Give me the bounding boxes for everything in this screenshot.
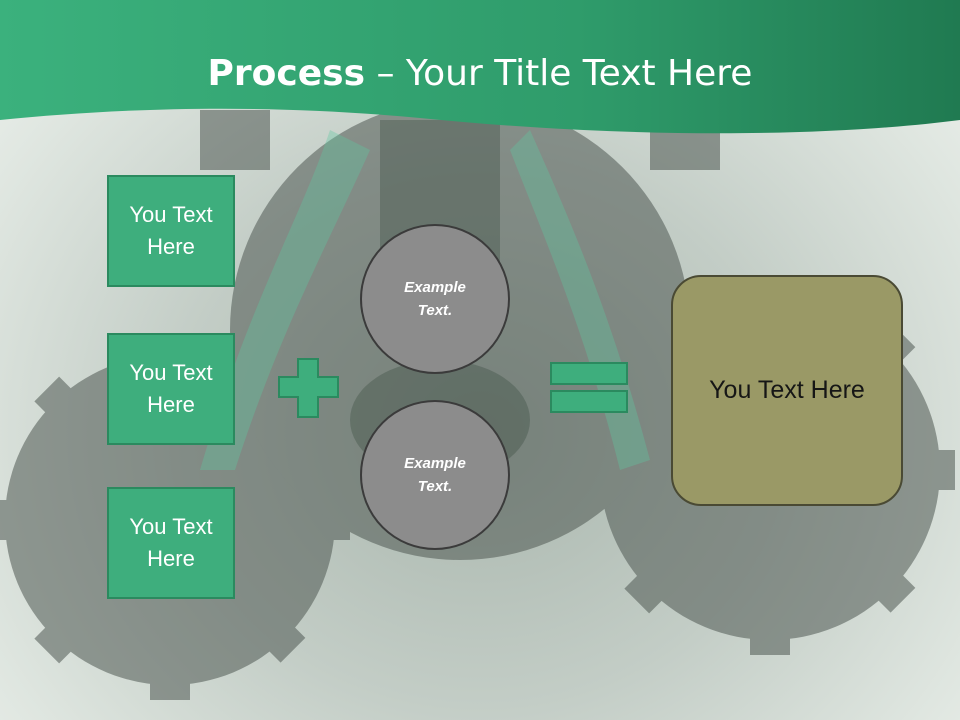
example-circle-1[interactable]: Example Text. [360,224,510,374]
left-box-2[interactable]: You Text Here [107,333,235,445]
example-circle-2-label: Example Text. [404,455,466,495]
result-box-label: You Text Here [709,376,865,404]
title-band [0,0,960,134]
left-box-1-label: You Text Here [129,202,213,259]
result-box[interactable]: You Text Here [671,275,903,506]
left-box-1[interactable]: You Text Here [107,175,235,287]
left-box-3[interactable]: You Text Here [107,487,235,599]
slide-title: Process – Your Title Text Here [0,52,960,96]
title-bold: Process [207,53,366,94]
example-circle-1-label: Example Text. [404,279,466,319]
left-box-3-label: You Text Here [129,514,213,571]
left-box-2-label: You Text Here [129,360,213,417]
example-circle-2[interactable]: Example Text. [360,400,510,550]
title-rest: – Your Title Text Here [365,53,753,94]
